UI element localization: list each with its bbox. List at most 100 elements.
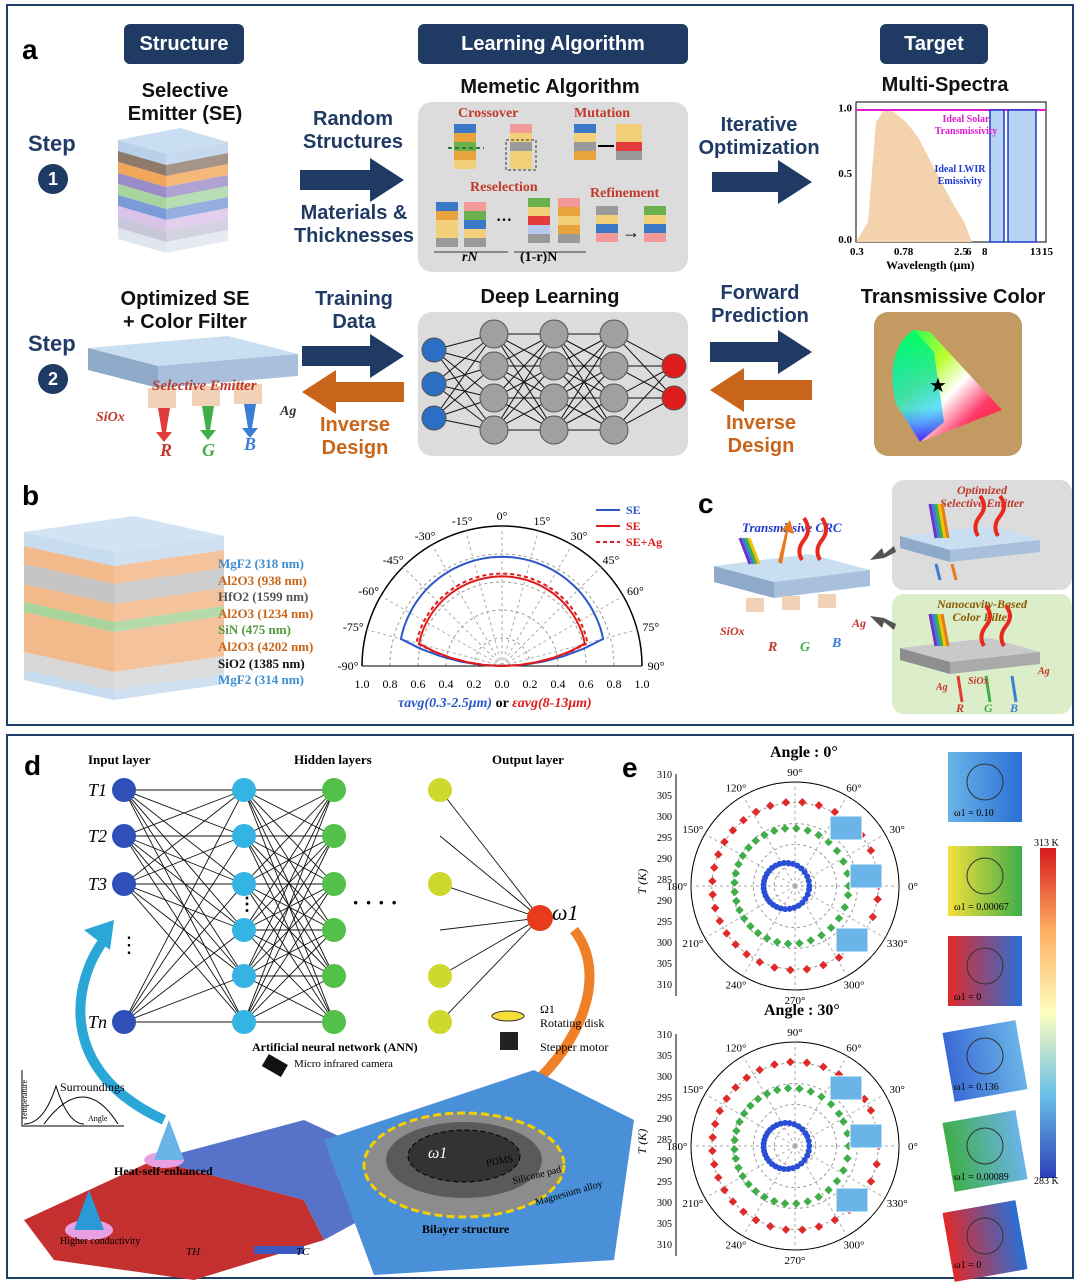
reselection-label: Reselection	[470, 180, 538, 195]
dl-node	[661, 385, 687, 411]
polar-spoke	[402, 566, 503, 667]
polar-e-tick: 295	[657, 1093, 672, 1104]
panel-a-letter: a	[22, 34, 38, 65]
polar-e-tick: 285	[657, 1135, 672, 1146]
polar-e-marker	[786, 965, 795, 975]
polar-e-marker	[814, 1192, 823, 1202]
polar-e-marker	[805, 1137, 812, 1144]
ann-edge	[439, 917, 541, 1023]
gene-block	[574, 151, 596, 160]
gene-block	[464, 211, 486, 220]
polar-e-marker	[714, 850, 723, 859]
nano-rainbow	[928, 613, 938, 647]
polar-e-marker	[755, 1065, 764, 1075]
ann-edge	[243, 789, 335, 977]
dl-node	[421, 337, 447, 363]
ann-edge	[243, 789, 335, 885]
gene-block	[464, 229, 486, 238]
polar-e-marker	[734, 860, 743, 869]
ann-hidden3-node	[428, 872, 452, 896]
crc-rainbow	[744, 537, 758, 565]
spec-xtick: 8	[982, 246, 988, 258]
gene-block	[436, 211, 458, 220]
polar-e-spoke	[704, 1093, 796, 1147]
omega-label-top: ω1 = 0	[954, 992, 981, 1003]
micro-camera-label: Micro infrared camera	[294, 1058, 393, 1070]
stack-layer-right	[166, 142, 228, 165]
polar-e-angle: 180°	[667, 1141, 688, 1153]
stack-layer-left	[118, 217, 166, 242]
ann-input-node	[112, 872, 136, 896]
dl-node	[421, 405, 447, 431]
gene-block	[454, 151, 476, 160]
ann-edge	[243, 929, 335, 1023]
thermal-ring	[966, 1037, 1004, 1075]
stack-b-side	[114, 550, 224, 584]
colorbar-top-label: 313 K	[1034, 838, 1059, 849]
gene-block	[644, 206, 666, 215]
gene-block	[510, 133, 532, 142]
star-icon: ★	[929, 375, 947, 397]
stack-b-front	[24, 584, 114, 622]
stack-layer-right	[166, 208, 228, 231]
polar-angle-label: 60°	[627, 584, 644, 598]
polar-e-marker	[804, 891, 811, 898]
polar-e-marker	[762, 934, 772, 943]
arrow-to-nano	[870, 616, 896, 630]
opt-rainbow	[934, 503, 944, 539]
inverse-design-1: Inverse Design	[319, 414, 391, 459]
stack-b-side	[114, 656, 224, 690]
crc-heat	[815, 516, 828, 562]
polar-e-inset	[835, 927, 869, 953]
polar-e-marker	[830, 1215, 840, 1225]
polar-e-inset	[849, 1123, 883, 1149]
stack-b-front	[24, 670, 114, 700]
polar-e-marker	[751, 1215, 761, 1225]
dl-edge	[613, 365, 675, 431]
opt-front	[900, 536, 950, 562]
layer-label: SiO2 (1385 nm)	[218, 655, 305, 671]
polar-e-marker	[731, 1083, 740, 1092]
polar-angle-label: -75°	[343, 620, 364, 634]
polar-radial-tick: 0.4	[439, 677, 454, 691]
gene-block	[454, 133, 476, 142]
legend-text: SE	[626, 519, 641, 533]
temperature-label: Temperature	[20, 1080, 29, 1121]
polar-e-marker	[781, 798, 791, 807]
bilayer-omega: ω1	[428, 1145, 447, 1162]
layer-label: SiN (475 nm)	[218, 622, 291, 638]
polar-e-spoke	[742, 1055, 796, 1147]
polar-e-tick: 295	[657, 1177, 672, 1188]
nano-front	[900, 648, 950, 674]
polar-e-inset	[835, 1187, 869, 1213]
rotating-disk-label: Rotating disk	[540, 1016, 605, 1030]
crc-rainbow	[747, 537, 761, 565]
ann-edge	[243, 975, 335, 1023]
polar-radial-tick: 0.2	[467, 677, 482, 691]
dl-node	[479, 319, 509, 349]
polar-e-spoke	[704, 833, 796, 887]
polar-e-angle: 120°	[726, 782, 747, 794]
ann-label: Artificial neural network (ANN)	[252, 1040, 418, 1054]
polar-e-marker	[832, 846, 842, 856]
dl-edge	[493, 365, 555, 431]
polar-angle-label: -15°	[452, 514, 473, 528]
ann-edge	[243, 789, 335, 1023]
gene-block	[596, 233, 618, 242]
hidden-layers-label: Hidden layers	[294, 752, 372, 767]
polar-e-angle: 150°	[682, 824, 703, 836]
polar-e-marker	[730, 1135, 739, 1145]
nano-side	[950, 652, 1040, 674]
polar-e-spoke	[794, 795, 848, 887]
thermal-map	[942, 1200, 1028, 1282]
polar-e-marker	[780, 1165, 787, 1172]
bilayer-inner	[407, 1129, 521, 1183]
polar-grid-ring	[417, 581, 587, 667]
ann-edge	[439, 883, 541, 919]
polar-e-marker	[806, 936, 815, 945]
polar-e-tick: 290	[657, 1156, 672, 1167]
polar-e-tick: 300	[657, 938, 672, 949]
stack-layer-right	[166, 186, 228, 209]
polar-e-marker	[803, 1197, 812, 1206]
